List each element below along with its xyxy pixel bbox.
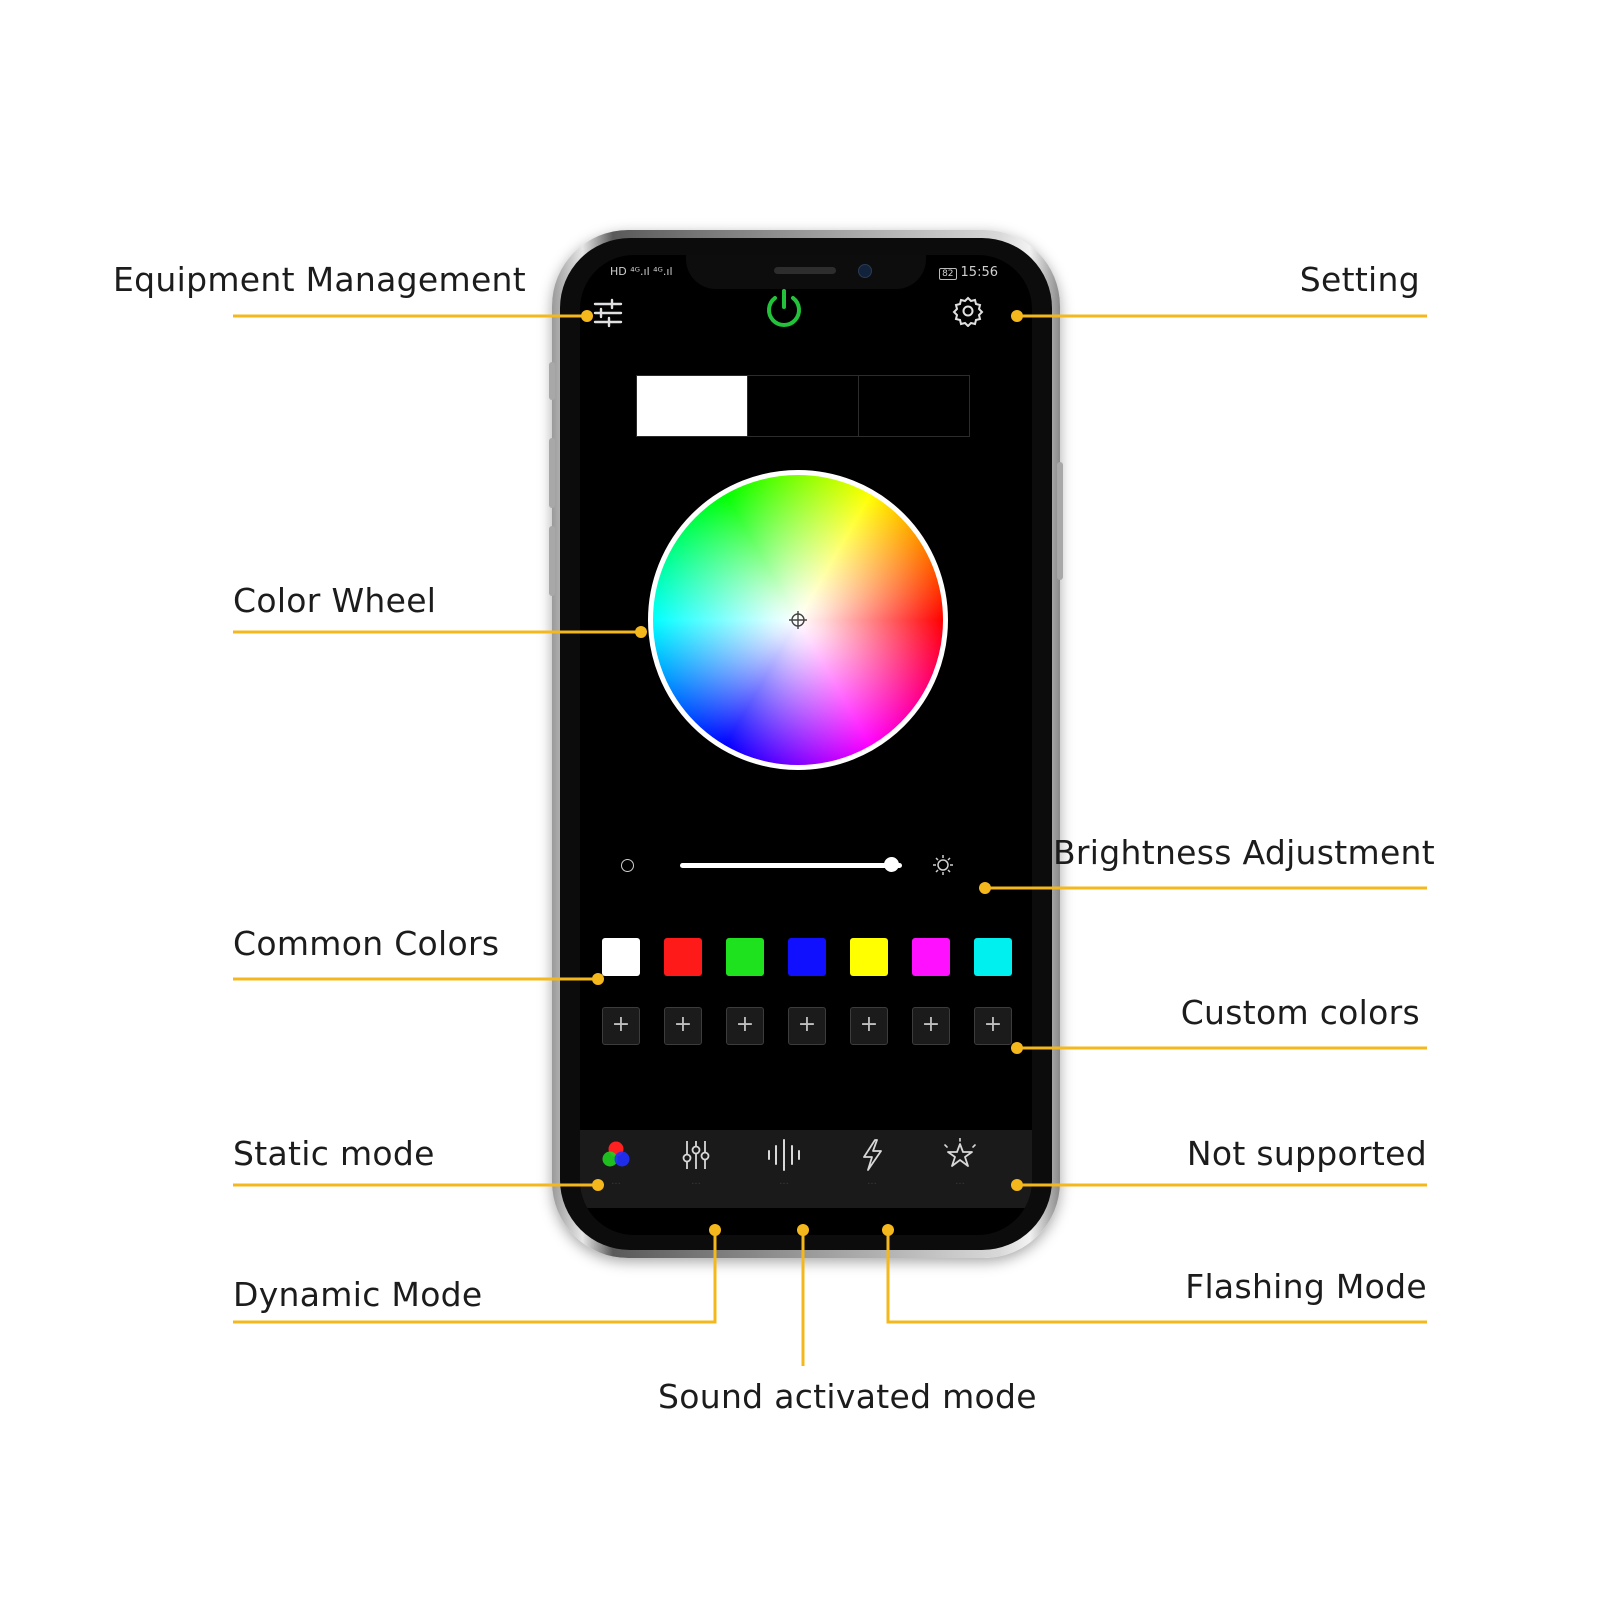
callout-flashing-mode: Flashing Mode	[1185, 1267, 1427, 1306]
callout-not-supported: Not supported	[1186, 1134, 1427, 1173]
notch	[686, 255, 926, 289]
common-color-swatch-1[interactable]	[602, 938, 640, 976]
tab-flashing-label: ...	[867, 1176, 877, 1187]
segment-3[interactable]	[859, 376, 969, 436]
gear-icon	[952, 296, 984, 327]
callout-static-mode: Static mode	[233, 1134, 435, 1173]
common-color-swatch-5[interactable]	[850, 938, 888, 976]
brightness-slider-thumb[interactable]	[883, 857, 899, 872]
color-wheel[interactable]	[648, 470, 948, 770]
mixer-icon	[682, 1141, 710, 1169]
callout-brightness-adjustment: Brightness Adjustment	[1052, 833, 1435, 872]
common-color-swatch-2[interactable]	[664, 938, 702, 976]
segment-2[interactable]	[748, 376, 859, 436]
star-burst-icon	[944, 1138, 976, 1167]
phone-side-button	[549, 362, 555, 400]
common-color-swatch-6[interactable]	[912, 938, 950, 976]
callout-sound-activated-mode: Sound activated mode	[658, 1377, 1037, 1416]
callout-equipment-management: Equipment Management	[113, 260, 527, 299]
tab-sound-mode[interactable]: ...	[754, 1138, 814, 1198]
common-color-swatch-3[interactable]	[726, 938, 764, 976]
crosshair-icon[interactable]	[788, 610, 808, 630]
phone-volume-up	[549, 438, 555, 508]
status-signal: HD ⁴ᴳ.ıl ⁴ᴳ.ıl	[610, 265, 673, 278]
battery-level: 82	[939, 268, 957, 280]
custom-color-add-button-6[interactable]: +	[912, 1007, 950, 1045]
tab-sound-label: ...	[779, 1176, 789, 1187]
common-color-swatch-4[interactable]	[788, 938, 826, 976]
speaker	[774, 267, 836, 274]
custom-color-add-button-4[interactable]: +	[788, 1007, 826, 1045]
sound-wave-icon	[768, 1139, 800, 1171]
phone-power-button	[1057, 462, 1063, 580]
mode-tab-bar: ... ... ...	[580, 1130, 1032, 1208]
tab-static-label: ...	[611, 1176, 621, 1187]
mode-segmented-control	[636, 375, 970, 437]
tab-flashing-mode[interactable]: ...	[842, 1138, 902, 1198]
front-camera	[858, 264, 872, 278]
tab-not-supported-label: ...	[955, 1176, 965, 1187]
phone-volume-down	[549, 526, 555, 596]
status-time: 15:56	[960, 265, 998, 280]
power-icon	[767, 289, 801, 327]
common-colors-row	[602, 938, 1012, 976]
rgb-circles-icon	[602, 1141, 630, 1167]
callout-color-wheel: Color Wheel	[233, 581, 437, 620]
brightness-slider-track[interactable]	[680, 863, 902, 868]
lightning-icon	[863, 1139, 882, 1171]
callout-dynamic-mode: Dynamic Mode	[233, 1275, 483, 1314]
tab-not-supported-mode[interactable]: ...	[930, 1138, 990, 1198]
callout-custom-colors: Custom colors	[1180, 993, 1420, 1032]
equipment-management-button[interactable]	[586, 293, 630, 333]
custom-color-add-button-1[interactable]: +	[602, 1007, 640, 1045]
brightness-min-icon	[621, 859, 634, 872]
power-button[interactable]	[762, 287, 806, 331]
sun-icon	[933, 855, 953, 875]
custom-color-add-button-5[interactable]: +	[850, 1007, 888, 1045]
custom-color-add-button-3[interactable]: +	[726, 1007, 764, 1045]
tab-static-mode[interactable]: ...	[586, 1138, 646, 1198]
sliders-icon	[593, 298, 623, 328]
tab-dynamic-label: ...	[691, 1176, 701, 1187]
custom-color-add-button-7[interactable]: +	[974, 1007, 1012, 1045]
callout-setting: Setting	[1299, 260, 1420, 299]
custom-color-add-button-2[interactable]: +	[664, 1007, 702, 1045]
custom-colors-row: + + + + + + +	[602, 1007, 1012, 1045]
common-color-swatch-7[interactable]	[974, 938, 1012, 976]
callout-common-colors: Common Colors	[233, 924, 500, 963]
tab-dynamic-mode[interactable]: ...	[666, 1138, 726, 1198]
setting-button[interactable]	[948, 291, 988, 331]
segment-1[interactable]	[637, 376, 748, 436]
